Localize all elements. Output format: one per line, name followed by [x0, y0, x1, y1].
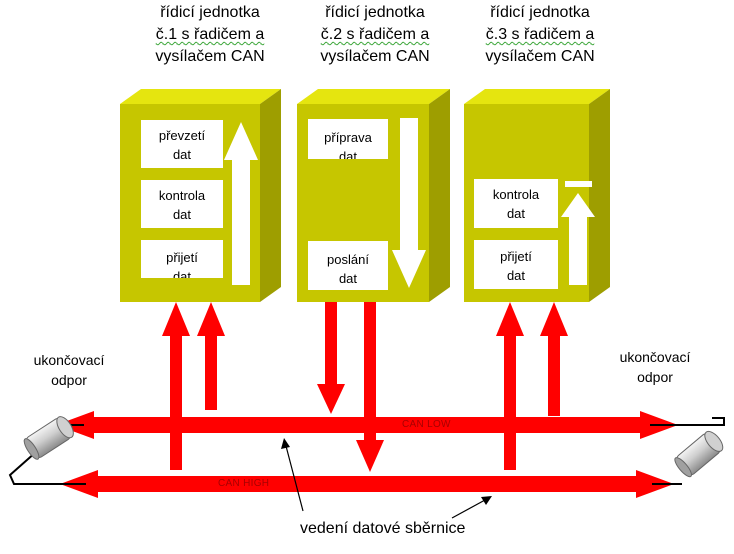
unit-3-title: řídicí jednotka č.3 s řadičem a vysílače…	[455, 2, 625, 68]
unit-3-title-line-2: č.3 s řadičem a	[455, 24, 625, 46]
box-line: dat	[172, 207, 192, 222]
right-resistor	[650, 417, 725, 485]
arrow-unit2-send-high	[356, 302, 384, 472]
unit-1-up-arrow	[224, 122, 258, 285]
box-line: příprava	[324, 130, 372, 145]
unit-2-title-line-2: č.2 s řadičem a	[290, 24, 460, 46]
unit-1-title-line-2: č.1 s řadičem a	[125, 24, 295, 46]
arrow-unit2-send-low	[317, 302, 345, 414]
resistor-label-line: ukončovací	[33, 352, 105, 368]
unit-1-title-line-3: vysílačem CAN	[155, 48, 265, 65]
unit-2-down-arrow	[392, 118, 426, 288]
box-line: dat	[338, 149, 358, 159]
unit-2-title-line-3: vysílačem CAN	[320, 48, 430, 65]
arrow-unit3-recv-high	[496, 302, 524, 470]
right-resistor-label: ukončovací odpor	[610, 347, 700, 387]
box-line: převzetí	[158, 128, 206, 143]
left-resistor-label: ukončovací odpor	[24, 350, 114, 390]
box-line: kontrola	[158, 188, 206, 203]
arrow-unit1-recv-low	[197, 302, 225, 410]
unit-3-title-line-1: řídicí jednotka	[490, 4, 590, 21]
unit-2-title-line-1: řídicí jednotka	[325, 4, 425, 21]
unit-1-box-take-over: převzetí dat	[141, 120, 223, 168]
left-resistor	[8, 416, 86, 485]
unit-2-title-line-2-text: č.2 s řadičem a	[320, 26, 430, 43]
unit-3-box-receive: přijetí dat	[474, 240, 558, 289]
arrow-unit3-recv-low	[540, 302, 568, 416]
can-high-label: CAN HIGH	[218, 478, 270, 489]
resistor-label-line: odpor	[637, 369, 673, 385]
caption-pointer-low	[281, 438, 304, 512]
arrow-unit1-recv-high	[162, 302, 190, 470]
box-line: přijetí	[500, 249, 532, 264]
unit-2-box-prepare: příprava dat	[308, 119, 388, 159]
unit-3-title-line-2-text: č.3 s řadičem a	[485, 26, 595, 43]
unit-3-bar	[565, 181, 592, 187]
resistor-label-line: odpor	[51, 372, 87, 388]
unit-3-box-check: kontrola dat	[474, 179, 558, 228]
unit-1-box-receive: přijetí dat	[141, 240, 223, 278]
box-line: dat	[506, 268, 526, 283]
caption-pointer-high	[451, 496, 492, 519]
unit-2-box-send: poslání dat	[308, 241, 388, 290]
unit-1-box-check: kontrola dat	[141, 180, 223, 228]
box-line: dat	[506, 206, 526, 221]
unit-3-title-line-3: vysílačem CAN	[485, 48, 595, 65]
box-line: kontrola	[492, 187, 540, 202]
unit-1-title: řídicí jednotka č.1 s řadičem a vysílače…	[125, 2, 295, 68]
box-line: dat	[338, 271, 358, 286]
box-line: dat	[172, 269, 192, 278]
can-high-line	[60, 470, 674, 498]
can-low-label: CAN LOW	[402, 419, 451, 430]
unit-2-title: řídicí jednotka č.2 s řadičem a vysílače…	[290, 2, 460, 68]
resistor-label-line: ukončovací	[619, 349, 691, 365]
unit-3-up-arrow	[561, 193, 595, 285]
unit-1-title-line-1: řídicí jednotka	[160, 4, 260, 21]
box-line: přijetí	[166, 250, 198, 265]
box-line: dat	[172, 147, 192, 162]
unit-1-title-line-2-text: č.1 s řadičem a	[155, 26, 265, 43]
box-line: poslání	[327, 252, 369, 267]
bus-caption: vedení datové sběrnice	[300, 520, 466, 537]
